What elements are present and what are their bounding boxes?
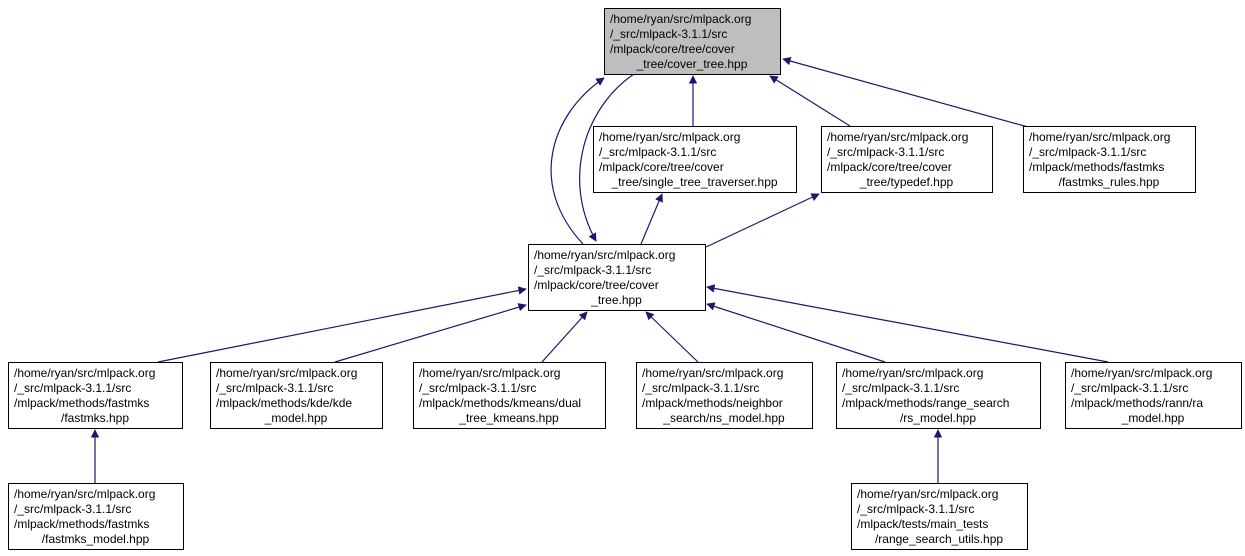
node-label-line: /mlpack/core/tree/cover [827,160,952,174]
node-label-line: /_src/mlpack-3.1.1/src [14,381,131,395]
node-box[interactable] [413,362,606,429]
node-label-line: /_src/mlpack-3.1.1/src [419,381,536,395]
node-label-line: /mlpack/tests/main_tests [857,517,988,531]
node-label-line: /home/ryan/src/mlpack.org [14,487,155,501]
node-box[interactable] [636,362,813,429]
node-box[interactable] [836,362,1041,429]
node-box[interactable] [528,244,706,311]
node-label-line: /mlpack/methods/fastmks [1029,160,1164,174]
edge-cover-tree-hpp--to--single-tree-traverser-hpp [640,193,663,245]
node-label-line: /_src/mlpack-3.1.1/src [842,381,959,395]
node-label-line: /home/ryan/src/mlpack.org [534,248,675,262]
node-box[interactable] [1023,126,1196,193]
node-label-line: /home/ryan/src/mlpack.org [857,487,998,501]
node-label-line: _search/ns_model.hpp [662,411,785,425]
node-label-line: /home/ryan/src/mlpack.org [642,366,783,380]
node-label-line: /mlpack/core/tree/cover [534,278,659,292]
node-label-line: /_src/mlpack-3.1.1/src [1029,145,1146,159]
node-label-line: /_src/mlpack-3.1.1/src [642,381,759,395]
graph-node-rs-model-hpp[interactable]: /home/ryan/src/mlpack.org/_src/mlpack-3.… [836,362,1041,429]
node-label-line: /_src/mlpack-3.1.1/src [599,145,716,159]
graph-node-cover-tree-hpp[interactable]: /home/ryan/src/mlpack.org/_src/mlpack-3.… [528,244,706,311]
edge-cover-tree-cover-tree-hpp--to--cover-tree-hpp [579,73,635,242]
edge-cover-tree-hpp--to--cover-tree-cover-tree-hpp [550,77,605,245]
node-label-line: /_src/mlpack-3.1.1/src [216,381,333,395]
node-label-line: /home/ryan/src/mlpack.org [842,366,983,380]
node-label-line: /_src/mlpack-3.1.1/src [827,145,944,159]
graph-node-cover-tree-cover-tree-hpp[interactable]: /home/ryan/src/mlpack.org/_src/mlpack-3.… [604,8,781,75]
node-label-line: _model.hpp [1121,411,1185,425]
node-label-line: /rs_model.hpp [900,411,976,425]
graph-node-ns-model-hpp[interactable]: /home/ryan/src/mlpack.org/_src/mlpack-3.… [636,362,813,429]
node-label-line: _tree_kmeans.hpp [458,411,559,425]
edge-kde-model-hpp--to--cover-tree-hpp [334,303,527,363]
graph-node-single-tree-traverser-hpp[interactable]: /home/ryan/src/mlpack.org/_src/mlpack-3.… [593,126,797,193]
node-label-line: /_src/mlpack-3.1.1/src [1071,381,1188,395]
node-box[interactable] [210,362,383,429]
node-label-line: /range_search_utils.hpp [875,532,1003,546]
node-label-line: /home/ryan/src/mlpack.org [216,366,357,380]
edge-cover-tree-hpp--to--typedef-hpp [705,193,820,248]
node-label-line: /mlpack/methods/kde/kde [216,396,352,410]
node-label-line: /fastmks_model.hpp [42,532,150,546]
node-label-line: /fastmks.hpp [61,411,129,425]
node-label-line: /mlpack/core/tree/cover [599,160,724,174]
node-label-line: /_src/mlpack-3.1.1/src [610,27,727,41]
graph-node-fastmks-model-hpp[interactable]: /home/ryan/src/mlpack.org/_src/mlpack-3.… [8,483,184,550]
node-label-line: /mlpack/methods/range_search [842,396,1009,410]
node-label-line: /mlpack/methods/kmeans/dual [419,396,581,410]
node-box[interactable] [821,126,993,193]
graph-node-range-search-utils-hpp[interactable]: /home/ryan/src/mlpack.org/_src/mlpack-3.… [851,483,1028,550]
node-label-line: /home/ryan/src/mlpack.org [1029,130,1170,144]
node-label-line: /home/ryan/src/mlpack.org [419,366,560,380]
node-label-line: _tree.hpp [590,293,642,307]
node-label-line: /_src/mlpack-3.1.1/src [857,502,974,516]
node-box[interactable] [851,483,1028,550]
node-label-line: /_src/mlpack-3.1.1/src [534,263,651,277]
node-label-line: /mlpack/methods/fastmks [14,396,149,410]
edge-typedef-hpp--to--cover-tree-cover-tree-hpp [769,75,851,127]
node-label-line: /fastmks_rules.hpp [1059,175,1160,189]
node-label-line: /mlpack/methods/neighbor [642,396,783,410]
node-label-line: _tree/single_tree_traverser.hpp [610,175,777,189]
graph-node-ra-model-hpp[interactable]: /home/ryan/src/mlpack.org/_src/mlpack-3.… [1065,362,1242,429]
node-label-line: /home/ryan/src/mlpack.org [599,130,740,144]
graph-node-fastmks-rules-hpp[interactable]: /home/ryan/src/mlpack.org/_src/mlpack-3.… [1023,126,1196,193]
node-label-line: /home/ryan/src/mlpack.org [827,130,968,144]
node-label-line: /home/ryan/src/mlpack.org [610,12,751,26]
graph-node-fastmks-hpp[interactable]: /home/ryan/src/mlpack.org/_src/mlpack-3.… [8,362,183,429]
edge-rs-model-hpp--to--cover-tree-hpp [706,302,886,363]
nodes-layer: /home/ryan/src/mlpack.org/_src/mlpack-3.… [8,8,1242,550]
node-label-line: _tree/cover_tree.hpp [636,57,748,71]
node-label-line: /mlpack/methods/fastmks [14,517,149,531]
node-label-line: /home/ryan/src/mlpack.org [14,366,155,380]
node-label-line: /mlpack/methods/rann/ra [1071,396,1203,410]
edge-fastmks-rules-hpp--to--cover-tree-cover-tree-hpp [782,56,1029,128]
edge-fastmks-hpp--to--cover-tree-hpp [157,286,527,363]
graph-node-typedef-hpp[interactable]: /home/ryan/src/mlpack.org/_src/mlpack-3.… [821,126,993,193]
node-label-line: _model.hpp [264,411,328,425]
node-box[interactable] [1065,362,1242,429]
highlighted-node-box[interactable] [604,8,781,75]
node-box[interactable] [8,362,183,429]
edge-ra-model-hpp--to--cover-tree-hpp [706,284,1109,363]
node-label-line: _tree/typedef.hpp [859,175,954,189]
node-box[interactable] [593,126,797,193]
edge-dual-tree-kmeans-hpp--to--cover-tree-hpp [541,311,588,363]
edge-ns-model-hpp--to--cover-tree-hpp [645,311,699,363]
node-label-line: /home/ryan/src/mlpack.org [1071,366,1212,380]
node-label-line: /_src/mlpack-3.1.1/src [14,502,131,516]
edges-layer [90,56,1109,483]
graph-node-dual-tree-kmeans-hpp[interactable]: /home/ryan/src/mlpack.org/_src/mlpack-3.… [413,362,606,429]
graph-node-kde-model-hpp[interactable]: /home/ryan/src/mlpack.org/_src/mlpack-3.… [210,362,383,429]
node-label-line: /mlpack/core/tree/cover [610,42,735,56]
node-box[interactable] [8,483,184,550]
